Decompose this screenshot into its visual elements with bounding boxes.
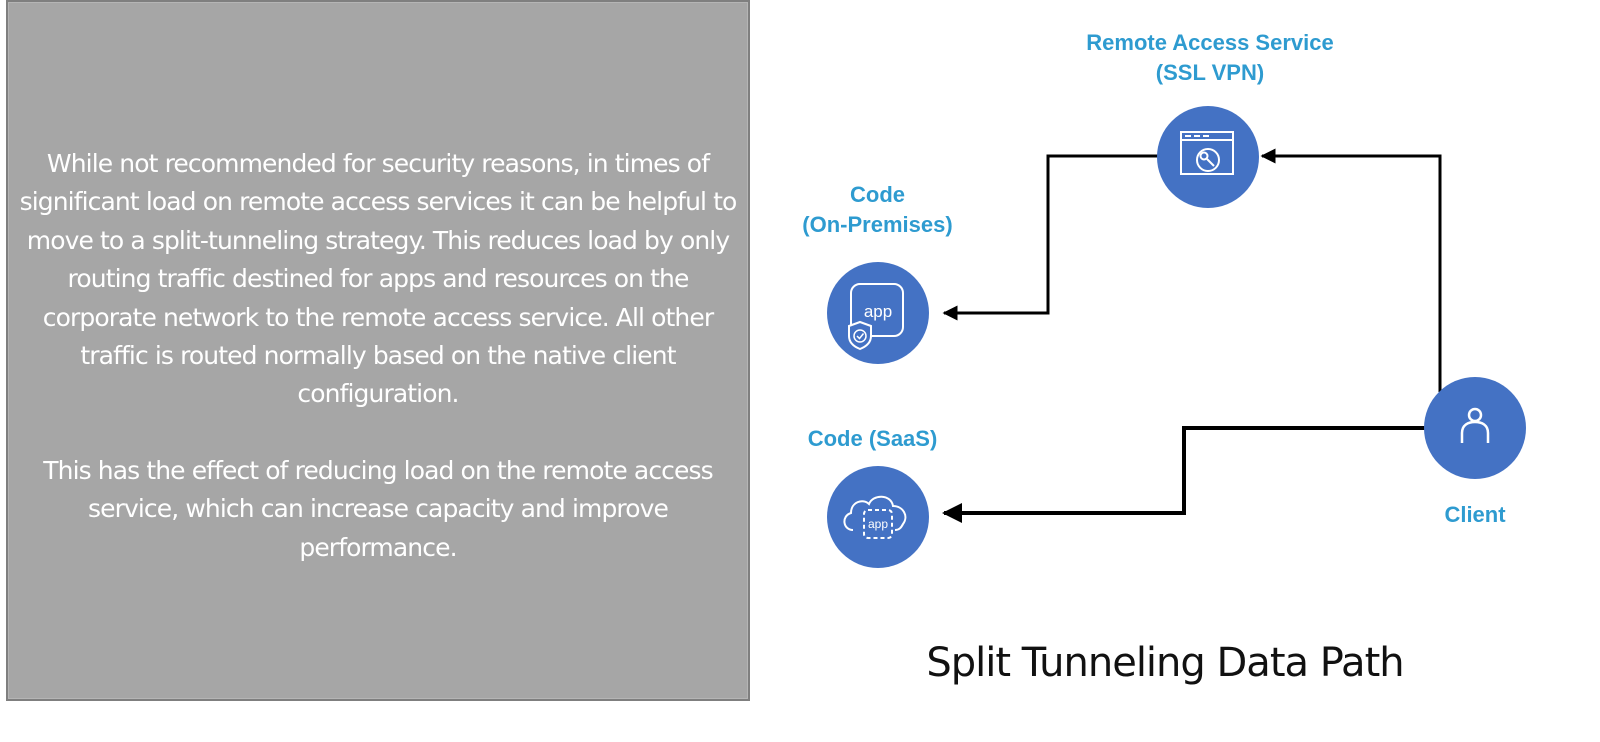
client-node xyxy=(1424,377,1526,479)
code-saas-node: app xyxy=(827,466,929,568)
client-label: Client xyxy=(1444,502,1506,527)
remote-access-label-line2: (SSL VPN) xyxy=(1155,60,1265,85)
edge-client-to-code-saas xyxy=(942,426,1425,523)
code-onprem-label-line2: (On-Premises) xyxy=(802,212,953,237)
edge-client-to-remote-access xyxy=(1260,148,1442,392)
description-paragraph-1: While not recommended for security reaso… xyxy=(19,149,738,409)
description-paragraph-2: This has the effect of reducing load on … xyxy=(43,455,713,562)
user-icon xyxy=(1460,407,1490,443)
code-onprem-node: app xyxy=(827,262,929,364)
code-saas-label: Code (SaaS) xyxy=(807,426,938,451)
app-icon-text: app xyxy=(864,302,892,321)
description-text: While not recommended for security reaso… xyxy=(8,145,748,567)
browser-key-icon xyxy=(1180,131,1234,175)
remote-access-node xyxy=(1157,106,1259,208)
cloud-app-icon: app xyxy=(843,495,907,539)
description-panel: While not recommended for security reaso… xyxy=(6,0,750,701)
code-onprem-label: Code (On-Premises) xyxy=(780,180,975,240)
app-icon-text: app xyxy=(868,517,888,531)
edge-remote-access-to-code-onprem xyxy=(942,154,1158,321)
code-onprem-label-line1: Code xyxy=(850,182,905,207)
diagram-title: Split Tunneling Data Path xyxy=(926,640,1404,686)
remote-access-label: Remote Access Service (SSL VPN) xyxy=(1040,28,1380,88)
remote-access-label-line1: Remote Access Service xyxy=(1086,30,1334,55)
app-shield-icon: app xyxy=(848,283,904,351)
